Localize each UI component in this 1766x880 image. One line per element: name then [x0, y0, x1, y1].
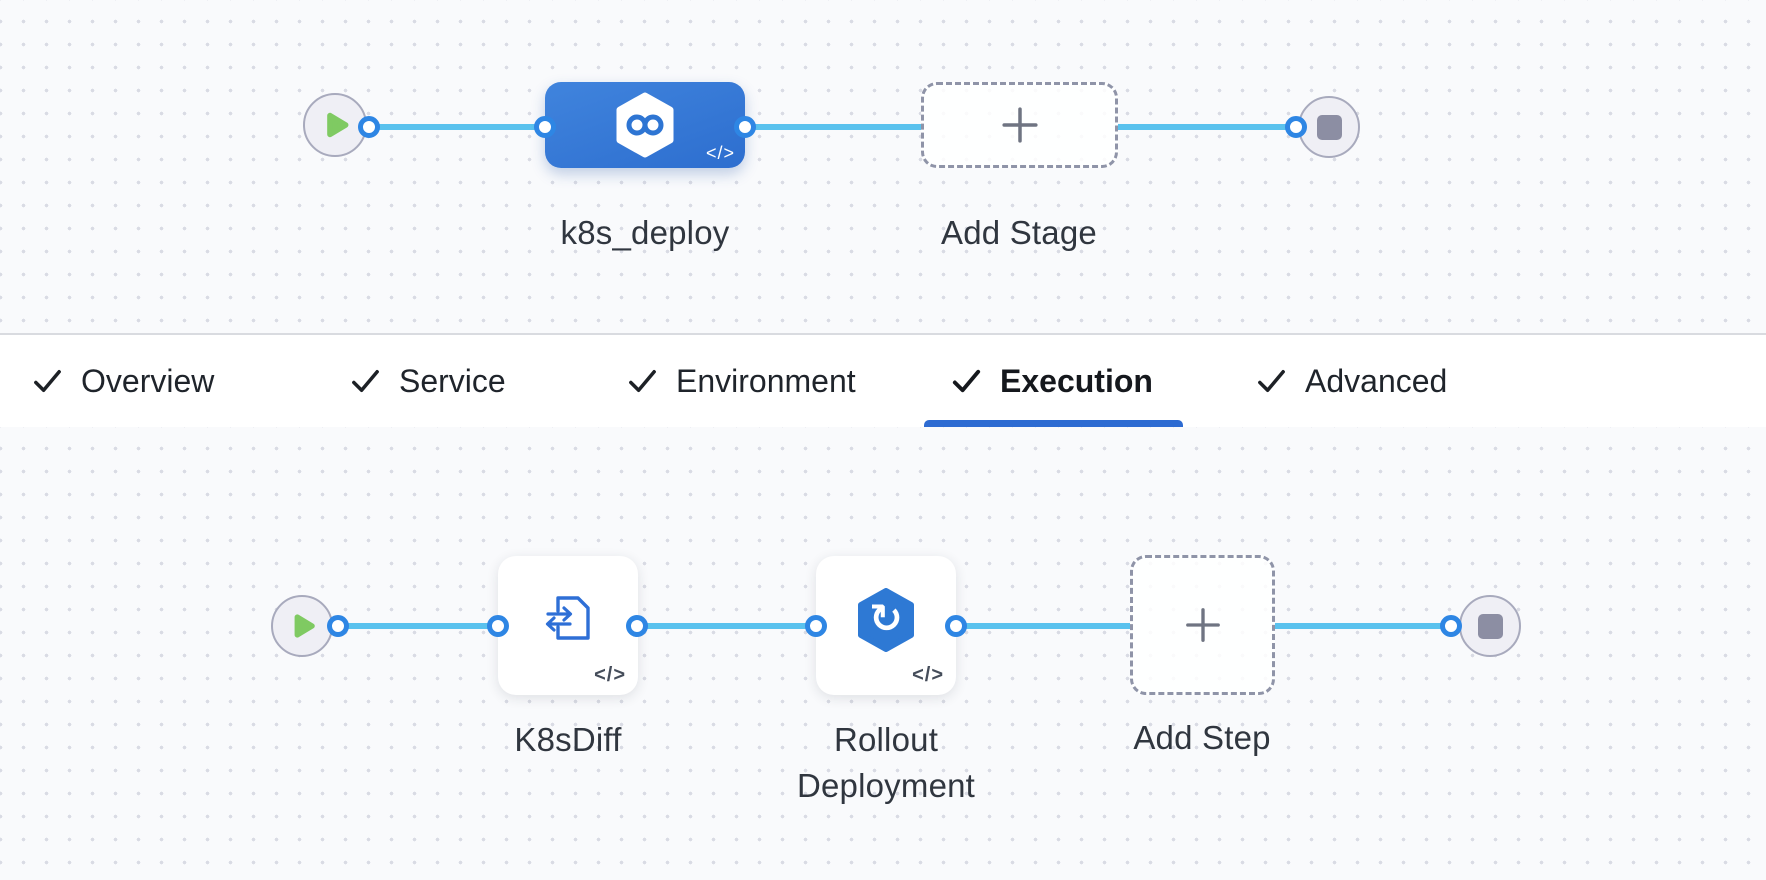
connector-edge [1275, 623, 1451, 629]
connector-port[interactable] [626, 615, 648, 637]
tab-label: Advanced [1305, 362, 1448, 399]
stop-icon [1316, 114, 1342, 140]
execution-end-node[interactable] [1459, 595, 1521, 657]
plus-icon [1001, 107, 1038, 143]
step-name-label: Rollout Deployment [796, 721, 976, 804]
tab-label: Environment [676, 362, 856, 399]
code-icon: </> [912, 664, 944, 686]
tab-service[interactable]: Service [348, 335, 506, 427]
tab-overview[interactable]: Overview [30, 335, 214, 427]
tab-label: Overview [81, 362, 215, 399]
connector-edge [637, 623, 816, 629]
check-icon [952, 369, 981, 392]
connector-port[interactable] [327, 615, 349, 637]
svg-text:↻: ↻ [869, 596, 903, 642]
connector-port[interactable] [1440, 615, 1462, 637]
add-step-label: Add Step [1133, 719, 1271, 756]
tab-label: Service [399, 362, 506, 399]
add-stage-button[interactable] [921, 82, 1118, 168]
active-tab-underline [924, 420, 1183, 429]
check-icon [629, 369, 656, 392]
connector-edge [369, 124, 545, 130]
plus-icon [1185, 608, 1220, 642]
pipeline-hexagon-icon [616, 92, 674, 158]
add-stage-label: Add Stage [941, 214, 1097, 251]
play-icon [327, 112, 349, 138]
pipeline-start-node[interactable] [303, 93, 367, 157]
code-icon: </> [594, 664, 626, 686]
connector-edge [745, 124, 921, 130]
execution-start-node[interactable] [271, 595, 333, 657]
step-node-rollout-deployment[interactable]: ↻ </> [816, 556, 956, 695]
connector-port[interactable] [534, 116, 556, 138]
connector-edge [338, 623, 498, 629]
tab-execution[interactable]: Execution [949, 335, 1153, 427]
stage-canvas: </> k8s_deploy Add Stage [0, 0, 1766, 333]
connector-edge [1118, 124, 1296, 130]
step-name-label: K8sDiff [514, 721, 622, 758]
connector-port[interactable] [734, 116, 756, 138]
connector-edge [956, 623, 1130, 629]
stage-config-tabbar: Overview Service Environment Execution A… [0, 333, 1766, 429]
execution-canvas: </> ↻ </> K8sDiff Rollout Deployment Add… [0, 427, 1766, 880]
tab-advanced[interactable]: Advanced [1254, 335, 1447, 427]
check-icon [1258, 369, 1285, 392]
k8s-diff-icon [545, 596, 590, 640]
tab-label: Execution [1000, 362, 1153, 399]
stop-icon [1477, 613, 1503, 639]
check-icon [352, 369, 379, 392]
stage-node-k8s-deploy[interactable]: </> [545, 82, 745, 168]
tab-environment[interactable]: Environment [625, 335, 856, 427]
pipeline-end-node[interactable] [1298, 96, 1360, 158]
code-icon: </> [705, 143, 735, 163]
step-node-k8sdiff[interactable]: </> [498, 556, 638, 695]
connector-port[interactable] [945, 615, 967, 637]
rollout-deployment-icon: ↻ [858, 588, 914, 652]
play-icon [294, 614, 315, 638]
connector-port[interactable] [1285, 116, 1307, 138]
add-step-button[interactable] [1130, 555, 1275, 695]
connector-port[interactable] [805, 615, 827, 637]
connector-port[interactable] [358, 116, 380, 138]
stage-name-label: k8s_deploy [560, 214, 730, 251]
check-icon [34, 369, 61, 392]
connector-port[interactable] [487, 615, 509, 637]
